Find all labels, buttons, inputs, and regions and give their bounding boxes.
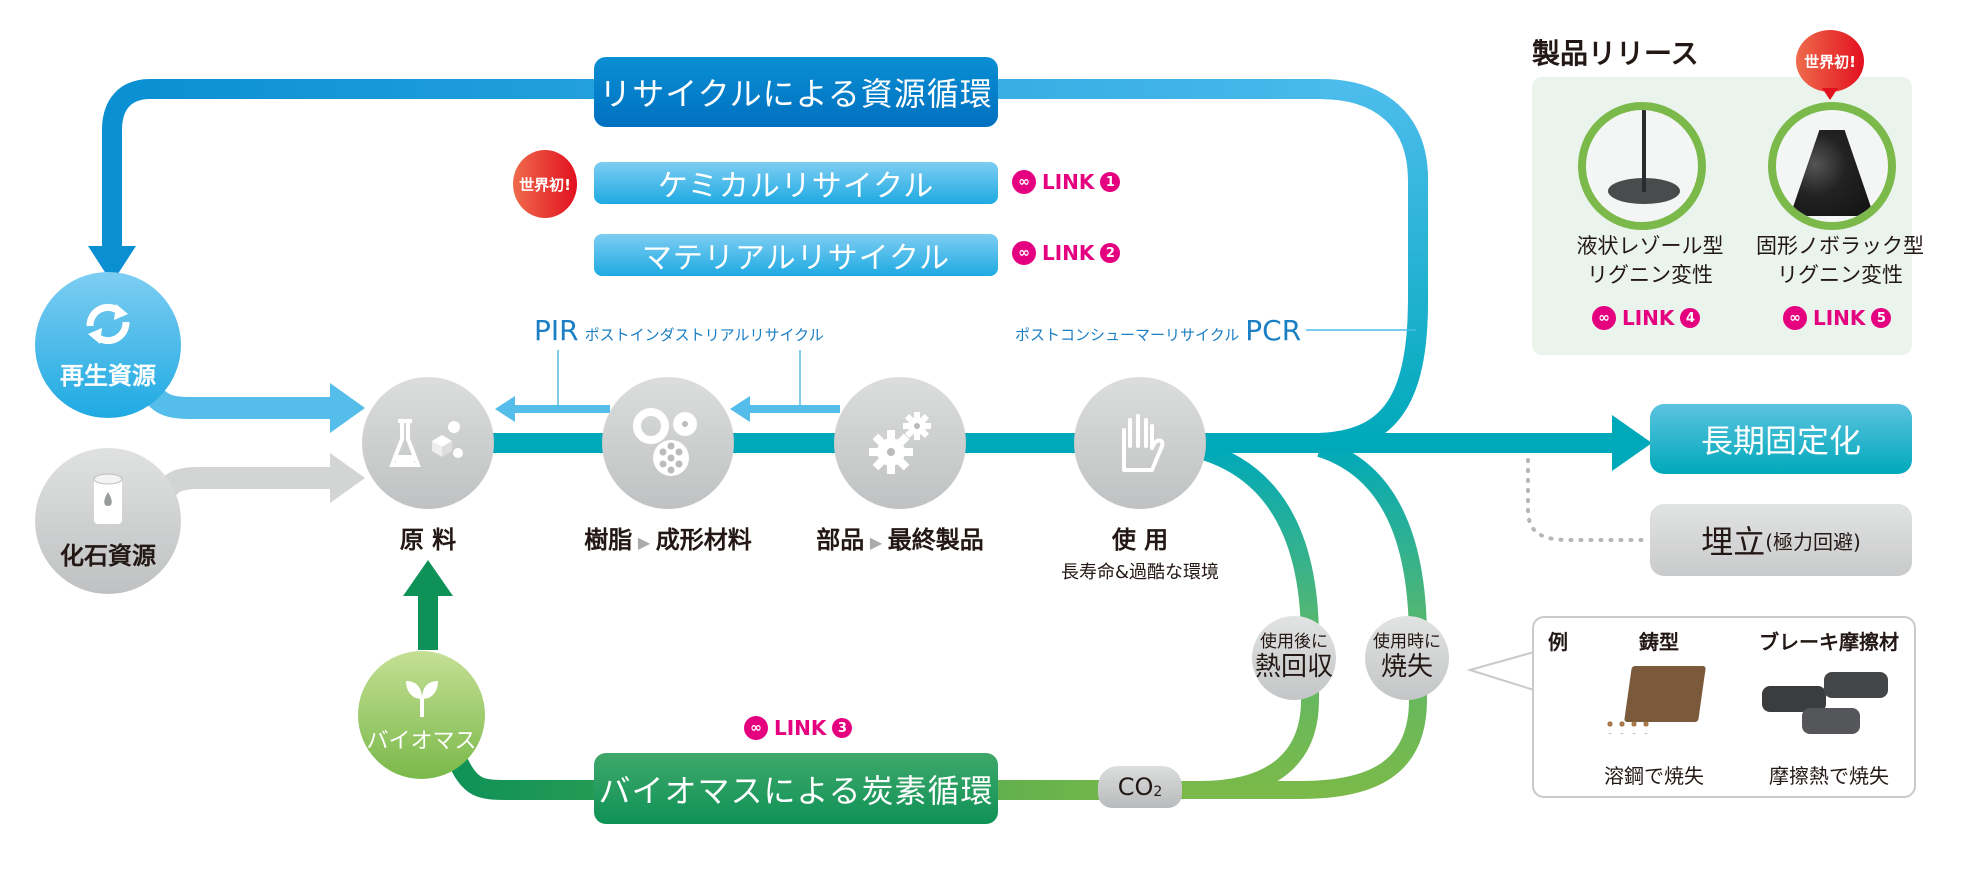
- examples-callout: 例 鋳型 ブレーキ摩擦材 溶鋼で焼失 摩擦熱で焼失: [1532, 616, 1916, 798]
- recycle-loop-title: リサイクルによる資源循環: [594, 57, 998, 127]
- badge-pointer: [1822, 88, 1838, 100]
- use-sublabel: 長寿命&過酷な環境: [1060, 562, 1220, 583]
- casting-mold-image: [1604, 666, 1706, 738]
- link-chain-icon: ∞: [1012, 170, 1036, 194]
- biomass-loop-title: バイオマスによる炭素循環: [594, 753, 998, 824]
- example-mold-caption: 溶鋼で焼失: [1604, 764, 1704, 788]
- heat-recovery-node: 使用後に 熱回収: [1252, 616, 1336, 700]
- chemical-recycle-box: ケミカルリサイクル: [594, 162, 998, 204]
- brake-pad-image: [1762, 672, 1892, 738]
- link-2[interactable]: ∞ LINK 2: [1012, 241, 1121, 265]
- long-term-fixation-box: 長期固定化: [1650, 404, 1912, 474]
- link-chain-icon: ∞: [1783, 306, 1807, 330]
- link-chain-icon: ∞: [1592, 306, 1616, 330]
- link-chain-icon: ∞: [1012, 241, 1036, 265]
- example-brake-title: ブレーキ摩擦材: [1759, 630, 1899, 654]
- renewable-resource-node: 再生資源: [35, 272, 181, 418]
- example-brake-caption: 摩擦熱で焼失: [1769, 764, 1889, 788]
- parts-label: 部品 ▶ 最終製品: [816, 526, 984, 554]
- biomass-node: バイオマス: [358, 651, 485, 779]
- parts-node: [834, 377, 966, 509]
- oil-drum-icon: [93, 473, 123, 524]
- product-item-2: 固形ノボラック型 リグニン変性: [1756, 234, 1924, 288]
- world-first-badge-product: 世界初!: [1796, 30, 1864, 92]
- flask-icon: [389, 419, 463, 467]
- link-1[interactable]: ∞ LINK 1: [1012, 170, 1121, 194]
- use-node: [1074, 377, 1206, 509]
- recycle-loop-right: [1319, 79, 1428, 453]
- use-label: 使 用: [1111, 526, 1169, 554]
- liquid-resol-image: [1578, 102, 1706, 230]
- resin-node: [602, 377, 734, 509]
- raw-material-node: [362, 377, 494, 509]
- fossil-resource-node: 化石資源: [35, 448, 181, 594]
- landfill-box: 埋立 (極力回避): [1650, 504, 1912, 576]
- product-item-1: 液状レゾール型 リグニン変性: [1576, 234, 1724, 288]
- example-mold-title: 鋳型: [1639, 630, 1679, 654]
- pir-label: PIR ポストインダストリアルリサイクル: [534, 314, 824, 347]
- link-chain-icon: ∞: [744, 716, 768, 740]
- link-3[interactable]: ∞ LINK 3: [744, 716, 853, 740]
- material-recycle-box: マテリアルリサイクル: [594, 234, 998, 276]
- pellets-icon: [633, 408, 697, 476]
- world-first-badge-chemical: 世界初!: [513, 150, 577, 218]
- link-5[interactable]: ∞ LINK 5: [1783, 306, 1892, 330]
- recycle-arrow-head: [88, 246, 136, 283]
- hand-icon: [1122, 414, 1165, 472]
- product-release-title: 製品リリース: [1532, 37, 1699, 70]
- pcr-label: ポストコンシューマーリサイクル PCR: [1015, 314, 1302, 347]
- link-4[interactable]: ∞ LINK 4: [1592, 306, 1701, 330]
- solid-novolac-image: [1768, 102, 1896, 230]
- gears-icon: [869, 412, 931, 474]
- burnout-node: 使用時に 焼失: [1365, 616, 1449, 700]
- raw-material-label: 原 料: [399, 526, 457, 554]
- example-label: 例: [1548, 630, 1568, 654]
- resin-label: 樹脂 ▶ 成形材料: [584, 526, 752, 554]
- sprout-icon: [405, 681, 438, 717]
- recycle-arrows-icon: [86, 303, 130, 344]
